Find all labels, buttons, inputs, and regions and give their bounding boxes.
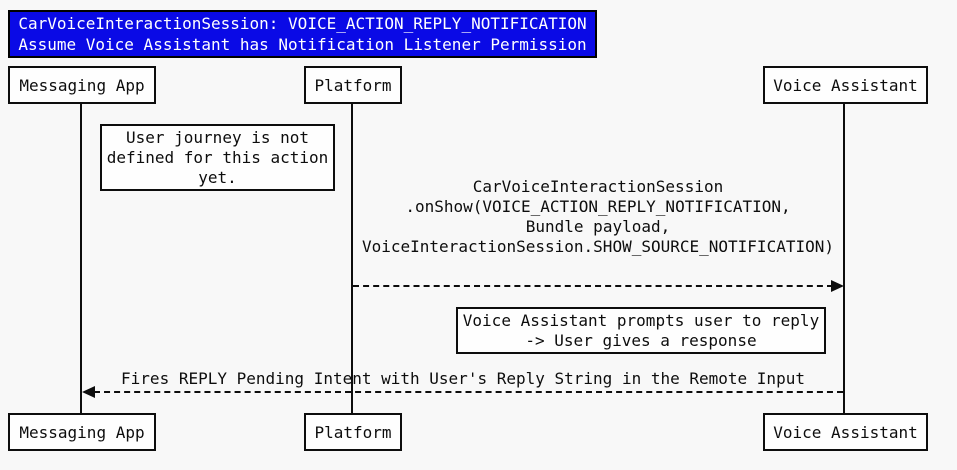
message2-label: Fires REPLY Pending Intent with User's R…: [121, 369, 805, 388]
actor-top-voice-assistant: Voice Assistant: [763, 66, 928, 104]
arrowhead-right-icon: [831, 280, 844, 292]
note-assistant-prompt: Voice Assistant prompts user to reply ->…: [456, 307, 826, 354]
actor-bottom-voice-assistant: Voice Assistant: [763, 413, 928, 451]
actor-top-platform: Platform: [304, 66, 402, 104]
message1-label: CarVoiceInteractionSession .onShow(VOICE…: [361, 177, 834, 256]
actor-top-messaging-app: Messaging App: [8, 66, 156, 104]
lifeline-voice-assistant: [843, 104, 845, 413]
lifeline-platform: [351, 104, 353, 413]
actor-label: Voice Assistant: [773, 75, 918, 95]
actor-label: Platform: [314, 75, 392, 95]
actor-bottom-messaging-app: Messaging App: [8, 413, 156, 451]
note-user-journey: User journey is not defined for this act…: [100, 124, 335, 191]
lifeline-messaging-app: [80, 104, 82, 413]
actor-bottom-platform: Platform: [304, 413, 402, 451]
message1-arrow: [353, 285, 833, 287]
diagram-title: CarVoiceInteractionSession: VOICE_ACTION…: [8, 10, 597, 58]
actor-label: Platform: [314, 422, 392, 442]
actor-label: Messaging App: [19, 422, 145, 442]
arrowhead-left-icon: [82, 386, 95, 398]
message2-arrow: [94, 391, 843, 393]
actor-label: Messaging App: [19, 75, 145, 95]
actor-label: Voice Assistant: [773, 422, 918, 442]
